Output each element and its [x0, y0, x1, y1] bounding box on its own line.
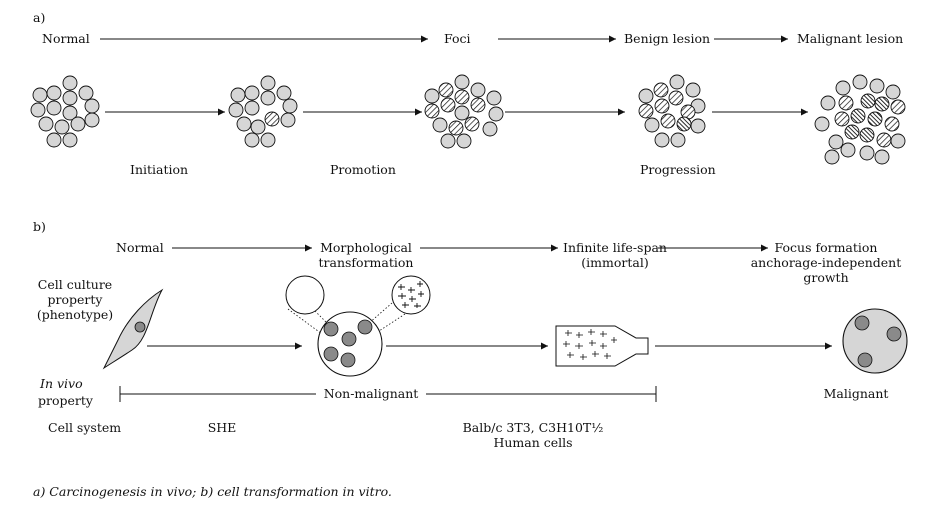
stage-focus-formation-label: Focus formation [775, 240, 878, 255]
figure-caption: a) Carcinogenesis in vivo; b) cell trans… [33, 484, 392, 499]
row-label-property: property [48, 292, 104, 307]
stage-foci-label: Foci [444, 31, 471, 46]
step-initiation-label: Initiation [130, 162, 188, 177]
stage-anchorage-label: anchorage-independent [751, 255, 902, 270]
normal-fibroblast-cell [102, 288, 164, 370]
cluster-normal [30, 75, 100, 148]
row-label-in-vivo: In vivo [39, 376, 83, 391]
normal-colony-inset [285, 275, 325, 315]
panel-b: b) Normal Morphological transformation I… [33, 219, 908, 450]
step-promotion-label: Promotion [330, 162, 396, 177]
panel-a-tag: a) [33, 10, 45, 25]
stage-benign-lesion-label: Benign lesion [624, 31, 710, 46]
cell-system-balb: Balb/c 3T3, C3H10T½ [463, 420, 604, 435]
stage-malignant-lesion-label: Malignant lesion [797, 31, 903, 46]
panel-b-tag: b) [33, 219, 46, 234]
transformed-cell [285, 275, 431, 377]
row-label-phenotype: (phenotype) [37, 307, 113, 322]
malignant-label: Malignant [824, 386, 889, 401]
step-progression-label: Progression [640, 162, 716, 177]
cell-system-human: Human cells [493, 435, 572, 450]
malignant-focus [842, 308, 908, 374]
non-malignant-label: Non-malignant [324, 386, 419, 401]
row-label-cell-system: Cell system [48, 420, 121, 435]
stage-b-normal-label: Normal [116, 240, 164, 255]
stage-growth-label: growth [803, 270, 848, 285]
cluster-foci [424, 74, 504, 149]
non-malignant-range [119, 386, 657, 402]
cluster-malignant-lesion [814, 74, 906, 165]
cell-system-she: SHE [208, 420, 237, 435]
cluster-initiated [228, 75, 298, 148]
stage-transformation-label: transformation [319, 255, 414, 270]
cluster-benign-lesion [638, 74, 706, 148]
panel-a: a) Normal Foci Benign lesion Malignant l… [30, 10, 906, 177]
stage-morphological-label: Morphological [320, 240, 412, 255]
row-label-cell-culture: Cell culture [38, 277, 112, 292]
transformed-colony-inset [391, 275, 431, 315]
culture-flask [555, 325, 649, 367]
stage-immortal-label: (immortal) [581, 255, 648, 270]
row-label-in-vivo-property: property [38, 393, 94, 408]
stage-infinite-lifespan-label: Infinite life-span [563, 240, 667, 255]
stage-normal-label: Normal [42, 31, 90, 46]
